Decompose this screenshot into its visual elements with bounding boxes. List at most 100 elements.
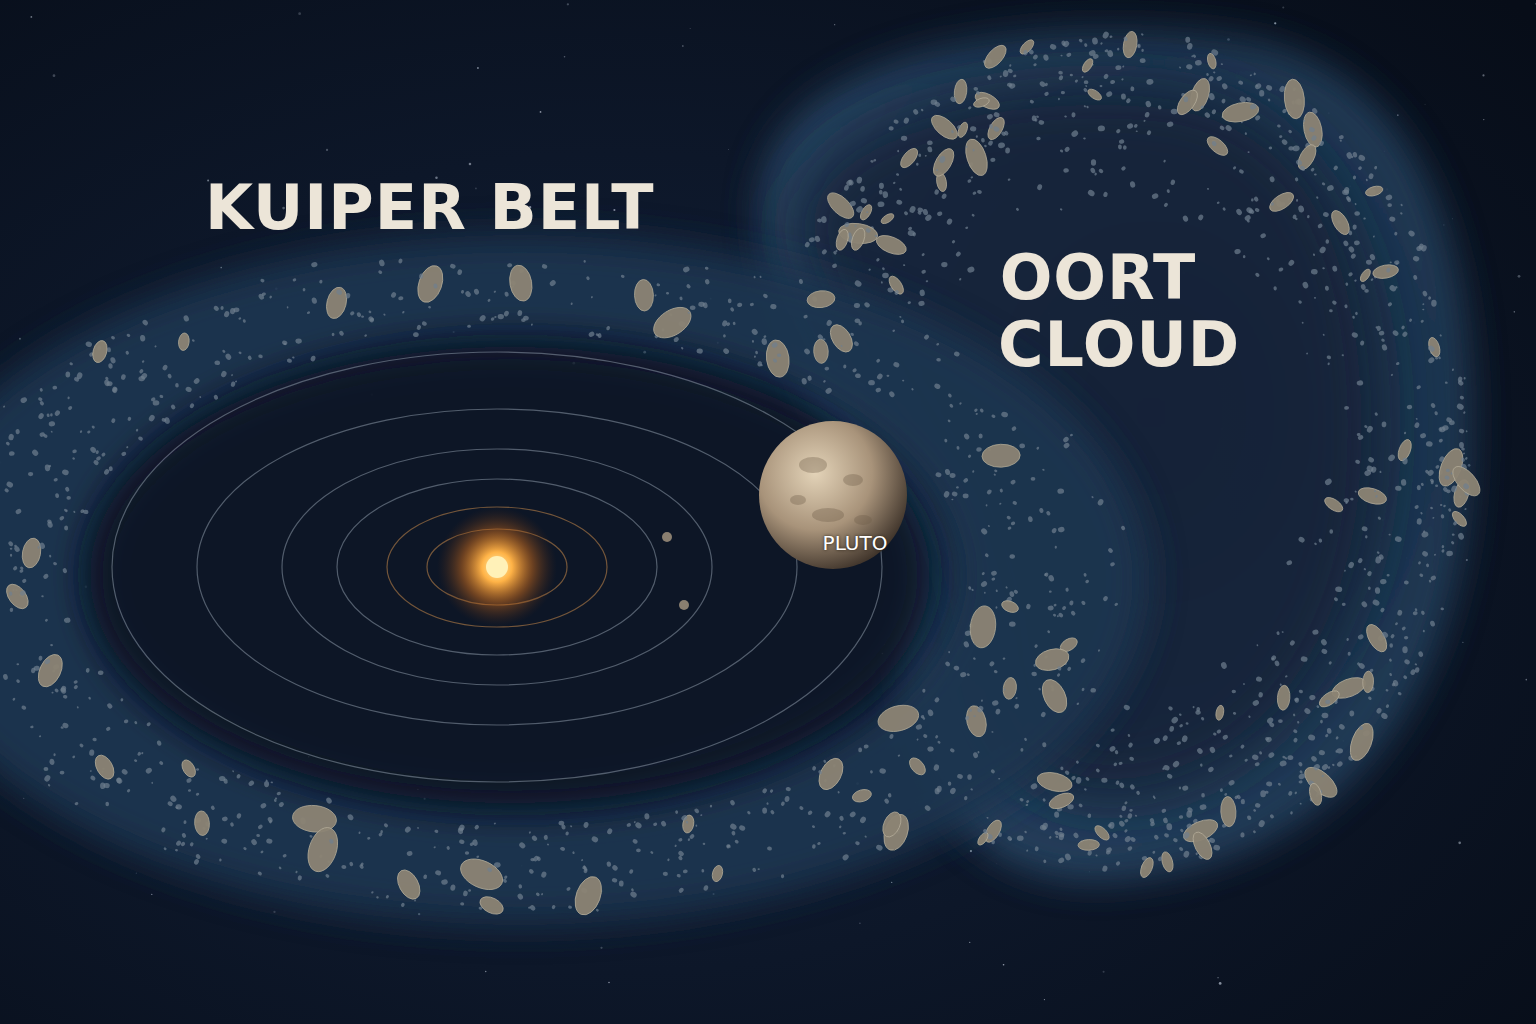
icy-body	[583, 866, 588, 871]
icy-body	[518, 841, 526, 849]
icy-body	[922, 208, 929, 215]
icy-body	[421, 321, 427, 327]
icy-body	[1350, 498, 1354, 501]
icy-body	[1445, 381, 1448, 384]
icy-body	[1092, 37, 1099, 45]
icy-body	[977, 189, 983, 194]
icy-body	[874, 232, 909, 258]
icy-body	[1463, 452, 1466, 455]
icy-body	[87, 430, 91, 434]
icy-body	[984, 592, 986, 594]
icy-body	[477, 893, 506, 917]
icy-body	[1350, 253, 1357, 260]
icy-body	[1204, 133, 1231, 159]
icy-body	[936, 342, 940, 346]
icy-body	[959, 402, 962, 405]
icy-body	[855, 205, 864, 214]
icy-body	[936, 211, 943, 217]
icy-body	[1464, 377, 1466, 380]
icy-body	[650, 851, 654, 855]
icy-body	[893, 119, 899, 125]
icy-body	[1189, 829, 1216, 862]
icy-body	[858, 321, 862, 326]
icy-body	[971, 213, 975, 217]
icy-body	[325, 797, 333, 805]
icy-body	[1005, 147, 1010, 153]
icy-body	[223, 778, 228, 784]
icy-body	[1114, 602, 1119, 607]
icy-body	[674, 844, 677, 847]
icy-body	[1037, 184, 1043, 191]
icy-body	[1345, 151, 1353, 159]
icy-body	[115, 776, 123, 785]
icy-body	[907, 230, 915, 237]
icy-body	[1100, 42, 1103, 45]
icy-body	[801, 378, 807, 385]
icy-body	[972, 89, 1002, 113]
icy-body	[1009, 591, 1015, 598]
icy-body	[1462, 482, 1470, 490]
icy-body	[1224, 124, 1232, 132]
icy-body	[1137, 44, 1141, 49]
icy-body	[933, 101, 941, 108]
icy-body	[1456, 402, 1465, 411]
icy-body	[1083, 87, 1088, 93]
icy-body	[856, 176, 863, 184]
icy-body	[1019, 797, 1024, 802]
star	[567, 3, 569, 5]
icy-body	[1036, 446, 1040, 450]
icy-body	[966, 146, 968, 148]
icy-body	[402, 311, 405, 314]
icy-body	[1049, 590, 1052, 592]
icy-body	[456, 853, 508, 896]
icy-body	[1221, 82, 1228, 90]
icy-body	[295, 871, 298, 874]
icy-body	[1438, 438, 1443, 443]
icy-body	[1438, 356, 1442, 360]
orbit	[387, 507, 607, 627]
icy-body	[1136, 790, 1141, 795]
icy-body	[1450, 541, 1454, 545]
icy-body	[242, 319, 246, 323]
icy-body	[180, 841, 186, 847]
icy-body	[984, 553, 989, 558]
icy-body	[1101, 777, 1108, 783]
icy-body	[924, 804, 932, 812]
icy-body	[654, 294, 657, 297]
icy-body	[1327, 362, 1330, 365]
icy-body	[1256, 644, 1258, 646]
icy-body	[1006, 515, 1011, 520]
icy-body	[1354, 459, 1360, 465]
icy-body	[328, 838, 334, 844]
icy-body	[1252, 830, 1256, 834]
icy-body	[1029, 99, 1034, 104]
icy-body	[1173, 87, 1201, 118]
icy-body	[1381, 344, 1388, 352]
icy-body	[964, 715, 970, 721]
icy-body	[892, 329, 895, 332]
icy-body	[368, 310, 372, 313]
icy-body	[1058, 98, 1060, 101]
icy-body	[1254, 272, 1260, 278]
icy-body	[1094, 172, 1097, 176]
icy-body	[1042, 742, 1047, 748]
icy-body	[1220, 796, 1237, 827]
icy-body	[972, 191, 977, 195]
icy-body	[73, 680, 78, 685]
icy-body	[47, 521, 54, 529]
icy-body	[1277, 685, 1291, 711]
icy-body	[450, 884, 456, 891]
icy-body	[753, 276, 756, 279]
icy-body	[948, 781, 952, 785]
icy-body	[1389, 673, 1393, 677]
icy-body	[1078, 38, 1083, 43]
icy-body	[181, 832, 187, 838]
icy-body	[1355, 312, 1358, 316]
icy-body	[737, 302, 743, 307]
icy-body	[1452, 368, 1455, 371]
icy-body	[968, 605, 998, 650]
icy-body	[257, 824, 263, 830]
icy-body	[1360, 600, 1368, 608]
icy-body	[611, 864, 619, 872]
icy-body	[59, 515, 65, 521]
